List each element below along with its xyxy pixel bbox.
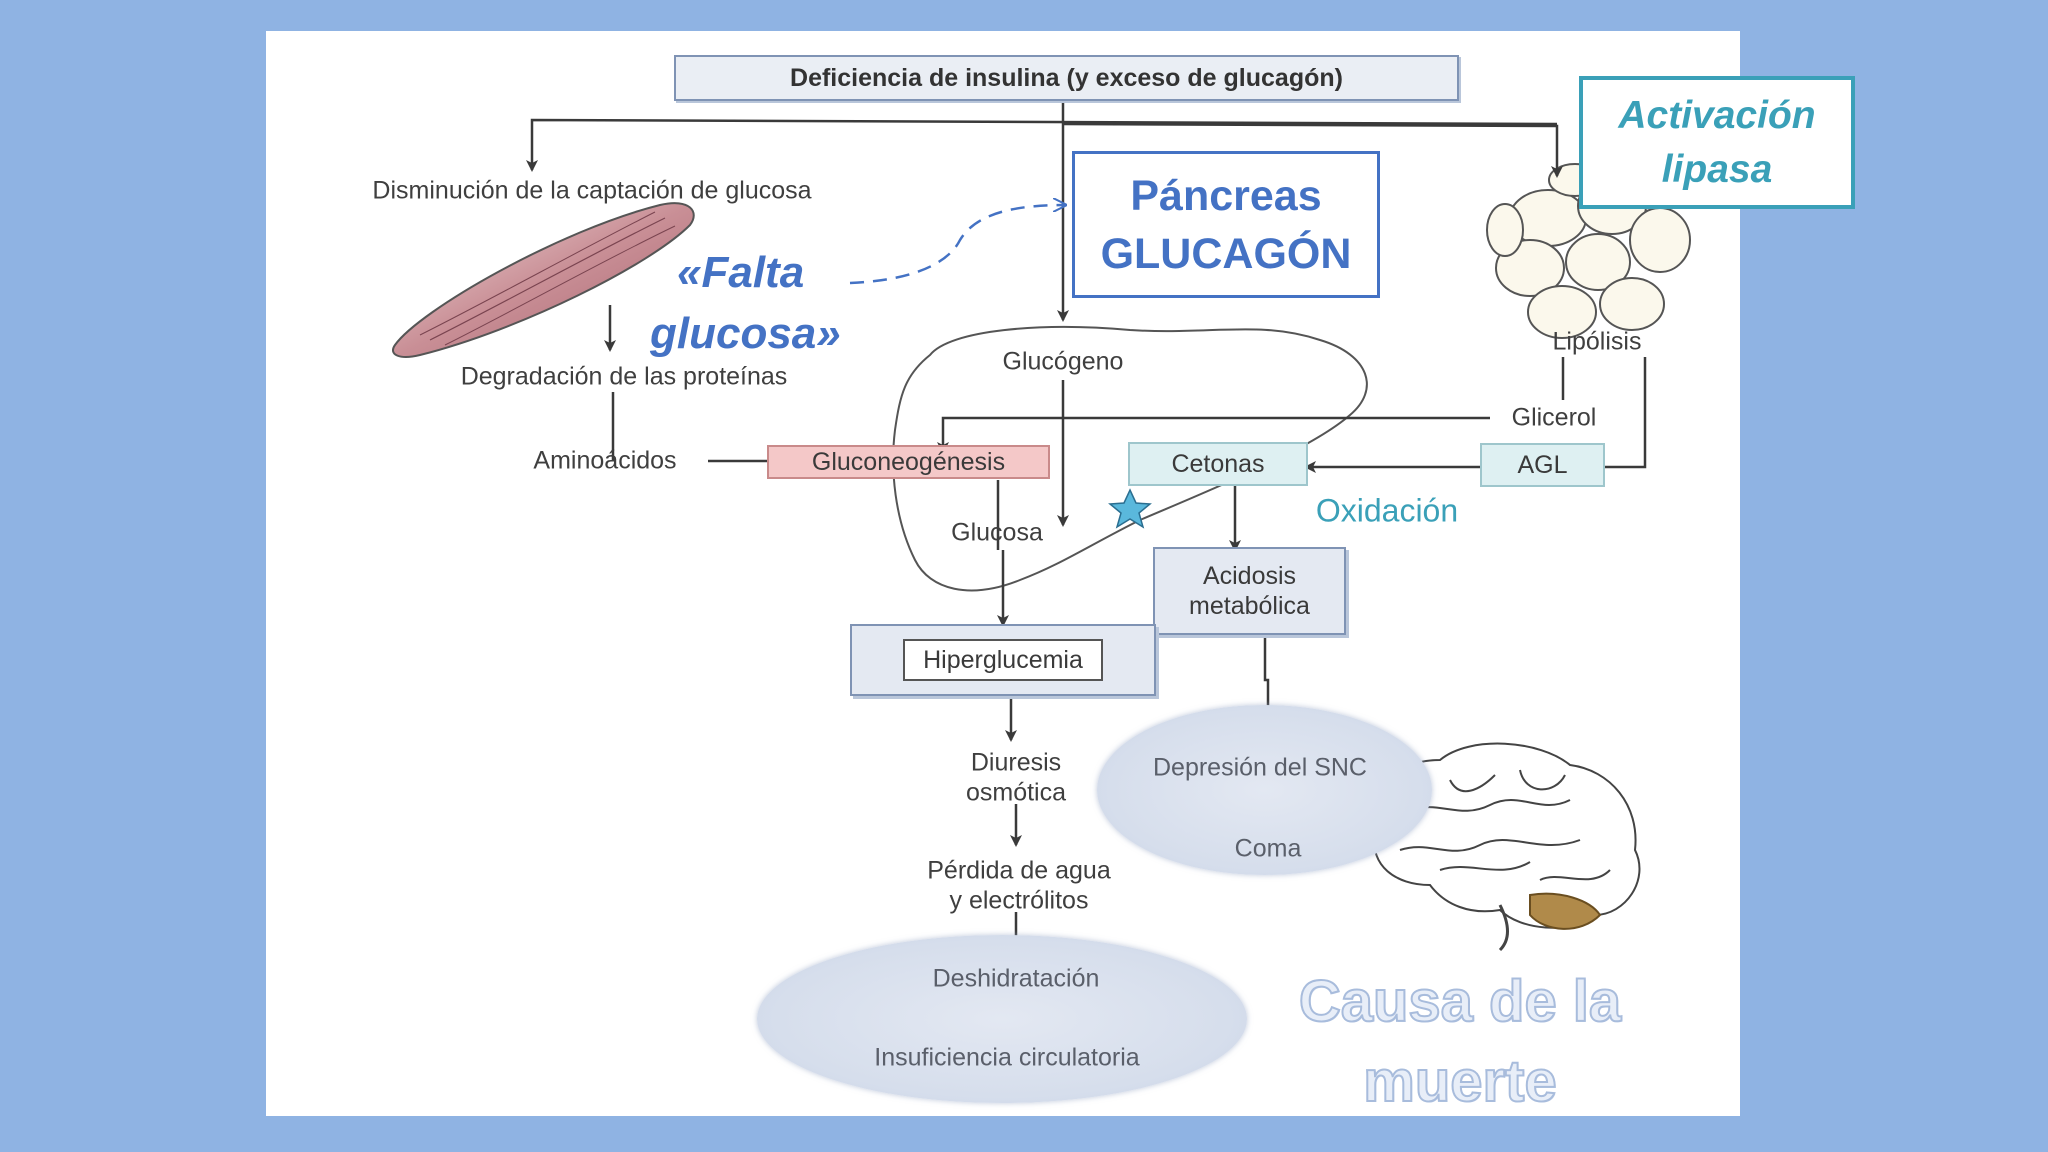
oval-dehydration bbox=[757, 935, 1247, 1103]
label-protein: Degradación de las proteínas bbox=[460, 362, 788, 391]
gluconeo-box: Gluconeogénesis bbox=[767, 445, 1050, 479]
label-amino: Aminoácidos bbox=[533, 446, 677, 475]
label-cause-2: muerte bbox=[1362, 1048, 1557, 1115]
label-lack-glucose-2: glucosa» bbox=[650, 309, 841, 358]
label-oxidation: Oxidación bbox=[1315, 492, 1459, 529]
header-text: Deficiencia de insulina (y exceso de glu… bbox=[790, 64, 1343, 92]
label-coma: Coma bbox=[1234, 834, 1302, 863]
label-water-1: Pérdida de agua bbox=[927, 856, 1111, 885]
label-gluconeo: Gluconeogénesis bbox=[811, 448, 1006, 476]
ketones-box: Cetonas bbox=[1128, 442, 1308, 486]
label-water-2: y electrólitos bbox=[949, 886, 1089, 915]
oval-cns bbox=[1097, 705, 1432, 875]
label-pancreas-2: GLUCAGÓN bbox=[1100, 229, 1352, 278]
label-acidosis-2: metabólica bbox=[1189, 592, 1310, 620]
label-acidosis-1: Acidosis bbox=[1202, 562, 1297, 590]
label-cause-1: Causa de la bbox=[1298, 968, 1622, 1035]
pancreas-box: Páncreas GLUCAGÓN bbox=[1072, 151, 1380, 298]
hyperglycemia-box: Hiperglucemia bbox=[850, 624, 1156, 696]
liver-outline bbox=[892, 326, 1368, 592]
lipase-box: Activación lipasa bbox=[1579, 76, 1855, 209]
label-uptake: Disminución de la captación de glucosa bbox=[372, 176, 812, 205]
cause-death-text: Causa de la muerte bbox=[1260, 962, 1660, 1122]
label-circulatory: Insuficiencia circulatoria bbox=[874, 1043, 1140, 1072]
label-glycerol: Glicerol bbox=[1511, 403, 1597, 432]
label-lipase-1: Activación bbox=[1618, 93, 1816, 137]
label-cns: Depresión del SNC bbox=[1153, 753, 1367, 782]
label-dehydration: Deshidratación bbox=[932, 964, 1100, 993]
dashed-arrow bbox=[849, 205, 1065, 285]
star-icon bbox=[1108, 488, 1152, 529]
label-pancreas-1: Páncreas bbox=[1130, 171, 1322, 220]
label-lipase-2: lipasa bbox=[1661, 147, 1773, 191]
label-diuresis-2: osmótica bbox=[965, 778, 1067, 807]
label-lack-glucose-1: «Falta bbox=[677, 248, 805, 297]
label-glycogen: Glucógeno bbox=[1002, 347, 1124, 376]
agl-box: AGL bbox=[1480, 443, 1605, 487]
label-ketones: Cetonas bbox=[1171, 450, 1265, 478]
acidosis-box: Acidosis metabólica bbox=[1153, 547, 1346, 635]
brain-icon bbox=[1370, 742, 1641, 952]
label-agl: AGL bbox=[1517, 451, 1568, 479]
label-hyperglycemia: Hiperglucemia bbox=[903, 639, 1103, 681]
label-glucose: Glucosa bbox=[951, 518, 1043, 547]
label-diuresis-1: Diuresis bbox=[970, 748, 1062, 777]
muscle-icon bbox=[392, 202, 695, 358]
label-lipolysis: Lipólisis bbox=[1552, 327, 1642, 356]
header-box: Deficiencia de insulina (y exceso de glu… bbox=[674, 55, 1459, 101]
